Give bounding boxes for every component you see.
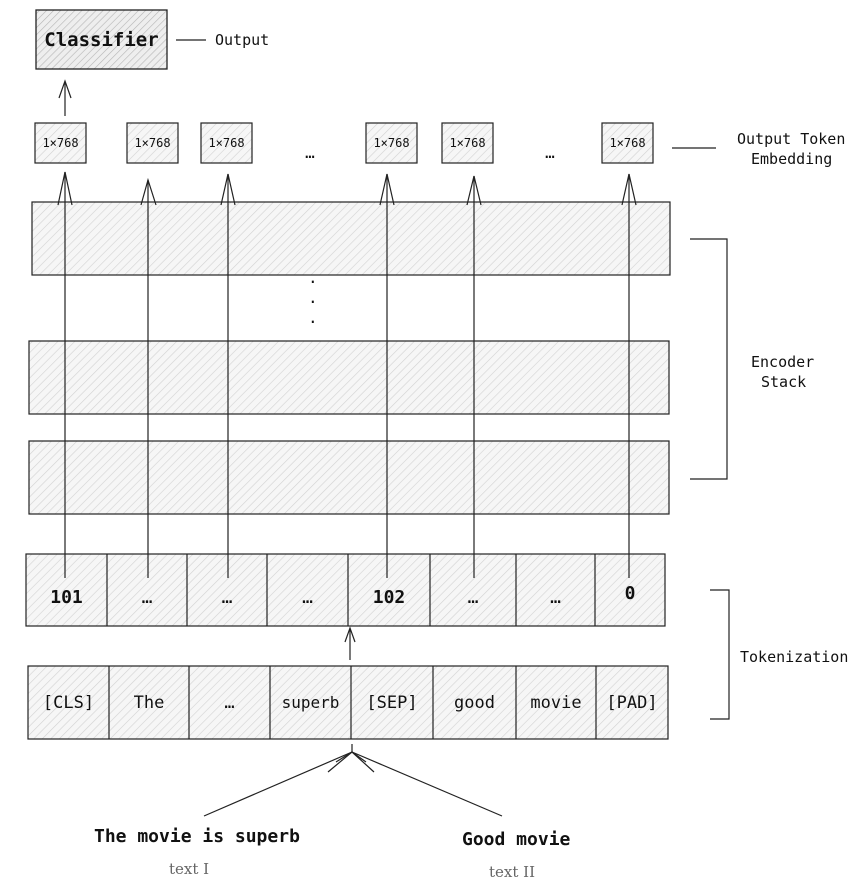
classifier-arrowhead — [58, 79, 72, 99]
embedding-label-2: 1×768 — [134, 136, 171, 150]
input-text-one: The movie is superb — [94, 826, 300, 847]
input-arrow-text-two — [351, 751, 503, 817]
word-token-cell: [PAD] — [606, 692, 658, 713]
tokenization-label: Tokenization — [740, 648, 849, 666]
encoder-dot-3: . — [308, 308, 318, 327]
tokenization-bracket — [710, 589, 730, 720]
word-token-cell: movie — [530, 692, 582, 713]
encoder-dot-1: . — [308, 268, 318, 287]
embedding-box-4 — [365, 122, 418, 164]
token-id-cell: 102 — [372, 586, 406, 608]
word-token-cell: … — [224, 692, 235, 713]
token-id-cell: … — [221, 586, 233, 608]
encoder-stack-label-line-1: Encoder — [751, 353, 815, 371]
embedding-box-6 — [601, 122, 654, 164]
embedding-box-2 — [126, 122, 179, 164]
embedding-label-3: 1×768 — [208, 136, 245, 150]
token-id-cell: … — [550, 586, 561, 608]
encoder-dot-2: . — [308, 288, 318, 307]
encoder-layer-bottom — [28, 440, 670, 515]
encoder-layer-top — [31, 201, 671, 276]
token-id-cell: … — [467, 586, 479, 608]
word-token-cell: superb — [281, 693, 340, 712]
input-text-one-caption: text I — [169, 860, 210, 878]
embedding-ellipsis-2: … — [545, 142, 555, 162]
embedding-label-6: 1×768 — [609, 136, 646, 150]
embedding-label-1: 1×768 — [42, 136, 79, 150]
word-token-row — [27, 665, 669, 740]
token-id-cell: 0 — [624, 582, 636, 604]
embedding-ellipsis-1: … — [305, 142, 315, 162]
encoder-bracket — [690, 238, 728, 480]
encoder-stack-label-line-2: Stack — [761, 373, 807, 391]
encoder-layer-middle — [28, 340, 670, 415]
output-token-label-line-2: Embedding — [751, 150, 833, 168]
input-arrow-text-one — [203, 751, 353, 817]
input-text-two: Good movie — [462, 829, 571, 850]
embedding-box-3 — [200, 122, 253, 164]
embedding-box-1 — [34, 122, 87, 164]
token-id-cell: … — [302, 586, 313, 608]
input-text-two-caption: text II — [489, 863, 536, 881]
output-label: Output — [215, 31, 270, 49]
token-id-row — [25, 553, 666, 627]
word-token-cell: [SEP] — [366, 692, 418, 713]
classifier-label: Classifier — [44, 28, 159, 51]
word-token-cell: good — [454, 692, 495, 713]
embedding-label-5: 1×768 — [449, 136, 486, 150]
token-id-cell: 101 — [50, 586, 83, 608]
word-token-cell: [CLS] — [42, 692, 95, 713]
embedding-label-4: 1×768 — [373, 136, 410, 150]
embedding-box-5 — [441, 122, 494, 164]
classifier-box — [35, 9, 168, 70]
token-id-cell: … — [141, 586, 153, 608]
word-token-cell: The — [133, 692, 165, 713]
output-token-label-line-1: Output Token — [737, 130, 846, 148]
